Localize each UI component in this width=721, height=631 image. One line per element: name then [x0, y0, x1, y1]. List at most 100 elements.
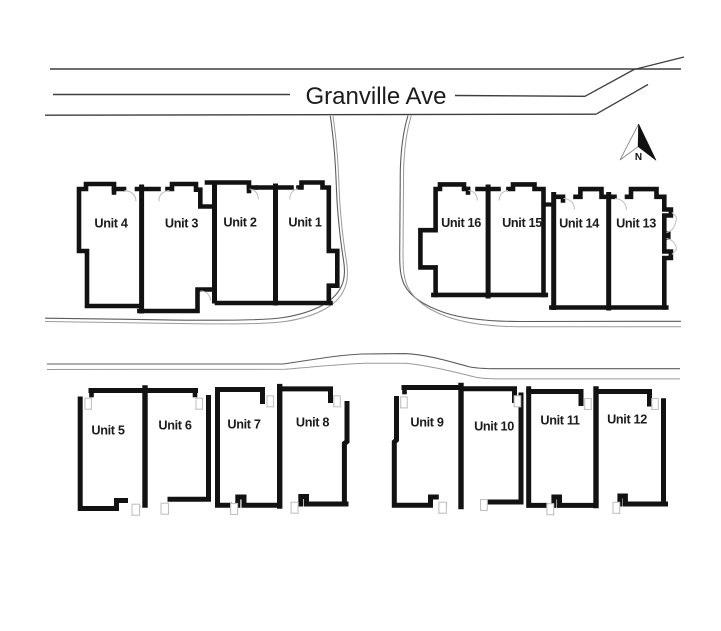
southeast-building-wall-7 — [526, 389, 584, 406]
southwest-building-wall-8 — [215, 387, 265, 404]
roads — [44, 56, 685, 380]
unit-label-unit-16: Unit 16 — [441, 216, 481, 230]
southeast-building-door-icon-3 — [480, 498, 488, 512]
door-leaf-icon — [400, 396, 408, 409]
northeast-building-door-swing-icon-4 — [666, 212, 678, 234]
northwest-building-wall-11 — [296, 180, 340, 306]
southwest-building-door-icon-6 — [333, 395, 341, 408]
northeast-building-door-swing-icon-5 — [666, 237, 678, 255]
middle-road-south-stroke — [46, 362, 680, 380]
unit-label-unit-13: Unit 13 — [616, 217, 656, 231]
southwest-building — [77, 383, 350, 516]
northeast-building-door-swing-icon-2 — [563, 197, 576, 210]
driveway-east-curb-inner — [399, 115, 682, 323]
unit-label-unit-1: Unit 1 — [288, 216, 321, 230]
driveway-west-curb-inner — [44, 115, 348, 325]
northeast-building-wall-4 — [506, 182, 546, 298]
southeast-building-wall-6 — [526, 386, 548, 508]
northeast-building-door-swing-icon-0 — [468, 189, 478, 201]
door-leaf-icon — [612, 501, 621, 514]
southwest-building-wall-12 — [298, 494, 349, 507]
granville-south-edge — [44, 113, 597, 116]
northeast-building-wall-8 — [551, 194, 566, 203]
unit-label-unit-9: Unit 9 — [410, 416, 443, 430]
southeast-building-door-icon-5 — [546, 503, 555, 516]
door-leaf-icon — [546, 503, 555, 516]
north-arrow: N — [619, 123, 657, 163]
southeast-building-wall-2 — [391, 396, 439, 508]
unit-label-unit-3: Unit 3 — [165, 217, 198, 231]
southeast-building-door-icon-0 — [400, 396, 408, 409]
door-leaf-icon — [84, 397, 92, 410]
southwest-building-wall-13 — [341, 401, 350, 507]
southeast-building-door-icon-4 — [584, 397, 592, 411]
driveway-west-curb-outer — [44, 115, 345, 321]
northwest-building-door-swing-icon-0 — [124, 189, 137, 202]
door-leaf-icon — [131, 503, 141, 516]
northeast-building-door-swing-icon-3 — [614, 197, 628, 211]
northwest-building — [76, 180, 340, 314]
southeast-building-wall-11 — [617, 493, 668, 507]
door-leaf-icon — [160, 502, 170, 515]
southwest-building-wall-9 — [235, 494, 280, 508]
granville-branch-upper — [584, 56, 685, 97]
northeast-building-wall-9 — [573, 186, 617, 200]
door-leaf-icon — [195, 397, 204, 410]
unit-label-unit-15: Unit 15 — [502, 216, 542, 230]
southwest-building-door-icon-1 — [131, 503, 141, 516]
southwest-building-wall-11 — [279, 386, 333, 403]
northeast-building — [418, 182, 678, 311]
northeast-building-wall-11 — [624, 186, 674, 310]
southeast-building-wall-5 — [485, 392, 524, 505]
door-leaf-icon — [230, 502, 239, 516]
southwest-building-wall-3 — [77, 396, 128, 511]
unit-label-unit-11: Unit 11 — [540, 414, 579, 428]
unit-label-unit-2: Unit 2 — [223, 216, 256, 230]
southwest-building-wall-6 — [167, 395, 211, 502]
unit-label-unit-5: Unit 5 — [91, 424, 124, 438]
granville-center-right — [454, 94, 586, 97]
unit-label-unit-7: Unit 7 — [227, 418, 260, 432]
door-leaf-icon — [333, 395, 341, 408]
northwest-building-wall-4 — [165, 181, 215, 209]
unit-label-unit-12: Unit 12 — [607, 413, 647, 427]
southwest-building-door-icon-3 — [160, 502, 170, 515]
unit-label-unit-6: Unit 6 — [158, 419, 191, 433]
southwest-building-door-icon-4 — [266, 395, 275, 408]
north-label: N — [635, 152, 642, 163]
northeast-building-door-swing-icon-1 — [498, 189, 509, 201]
southwest-building-wall-7 — [215, 387, 232, 508]
street-name-label: Granville Ave — [306, 83, 447, 110]
unit-label-unit-14: Unit 14 — [559, 217, 599, 231]
southwest-building-door-icon-5 — [230, 502, 239, 516]
buildings — [76, 180, 678, 516]
door-leaf-icon — [651, 397, 659, 411]
unit-label-unit-8: Unit 8 — [296, 416, 329, 430]
northeast-building-wall-0 — [418, 182, 471, 298]
unit-label-unit-10: Unit 10 — [474, 420, 514, 434]
northwest-building-door-swing-icon-3 — [289, 188, 299, 200]
northwest-building-door-swing-icon-1 — [158, 189, 170, 202]
southwest-building-door-icon-2 — [195, 397, 204, 410]
granville-branch-lower — [595, 83, 649, 115]
northwest-building-wall-6 — [137, 287, 214, 314]
southeast-building-wall-8 — [551, 494, 596, 508]
middle-road-north-stroke — [47, 353, 680, 370]
southwest-building-door-icon-0 — [84, 397, 93, 410]
southwest-building-door-icon-7 — [290, 501, 299, 514]
north-arrow-right-half — [637, 123, 657, 161]
southeast-building-door-icon-6 — [651, 397, 659, 411]
door-leaf-icon — [266, 395, 275, 408]
northwest-building-door-swing-icon-4 — [200, 290, 212, 302]
southeast-building-door-icon-1 — [438, 501, 448, 514]
southeast-building-door-icon-7 — [612, 501, 621, 515]
southeast-building — [391, 382, 668, 516]
driveway-east-curb-outer — [402, 115, 681, 328]
southeast-building-wall-10 — [596, 389, 652, 407]
northwest-building-wall-7 — [204, 180, 258, 190]
door-leaf-icon — [480, 498, 488, 512]
northwest-building-wall-0 — [76, 181, 142, 309]
